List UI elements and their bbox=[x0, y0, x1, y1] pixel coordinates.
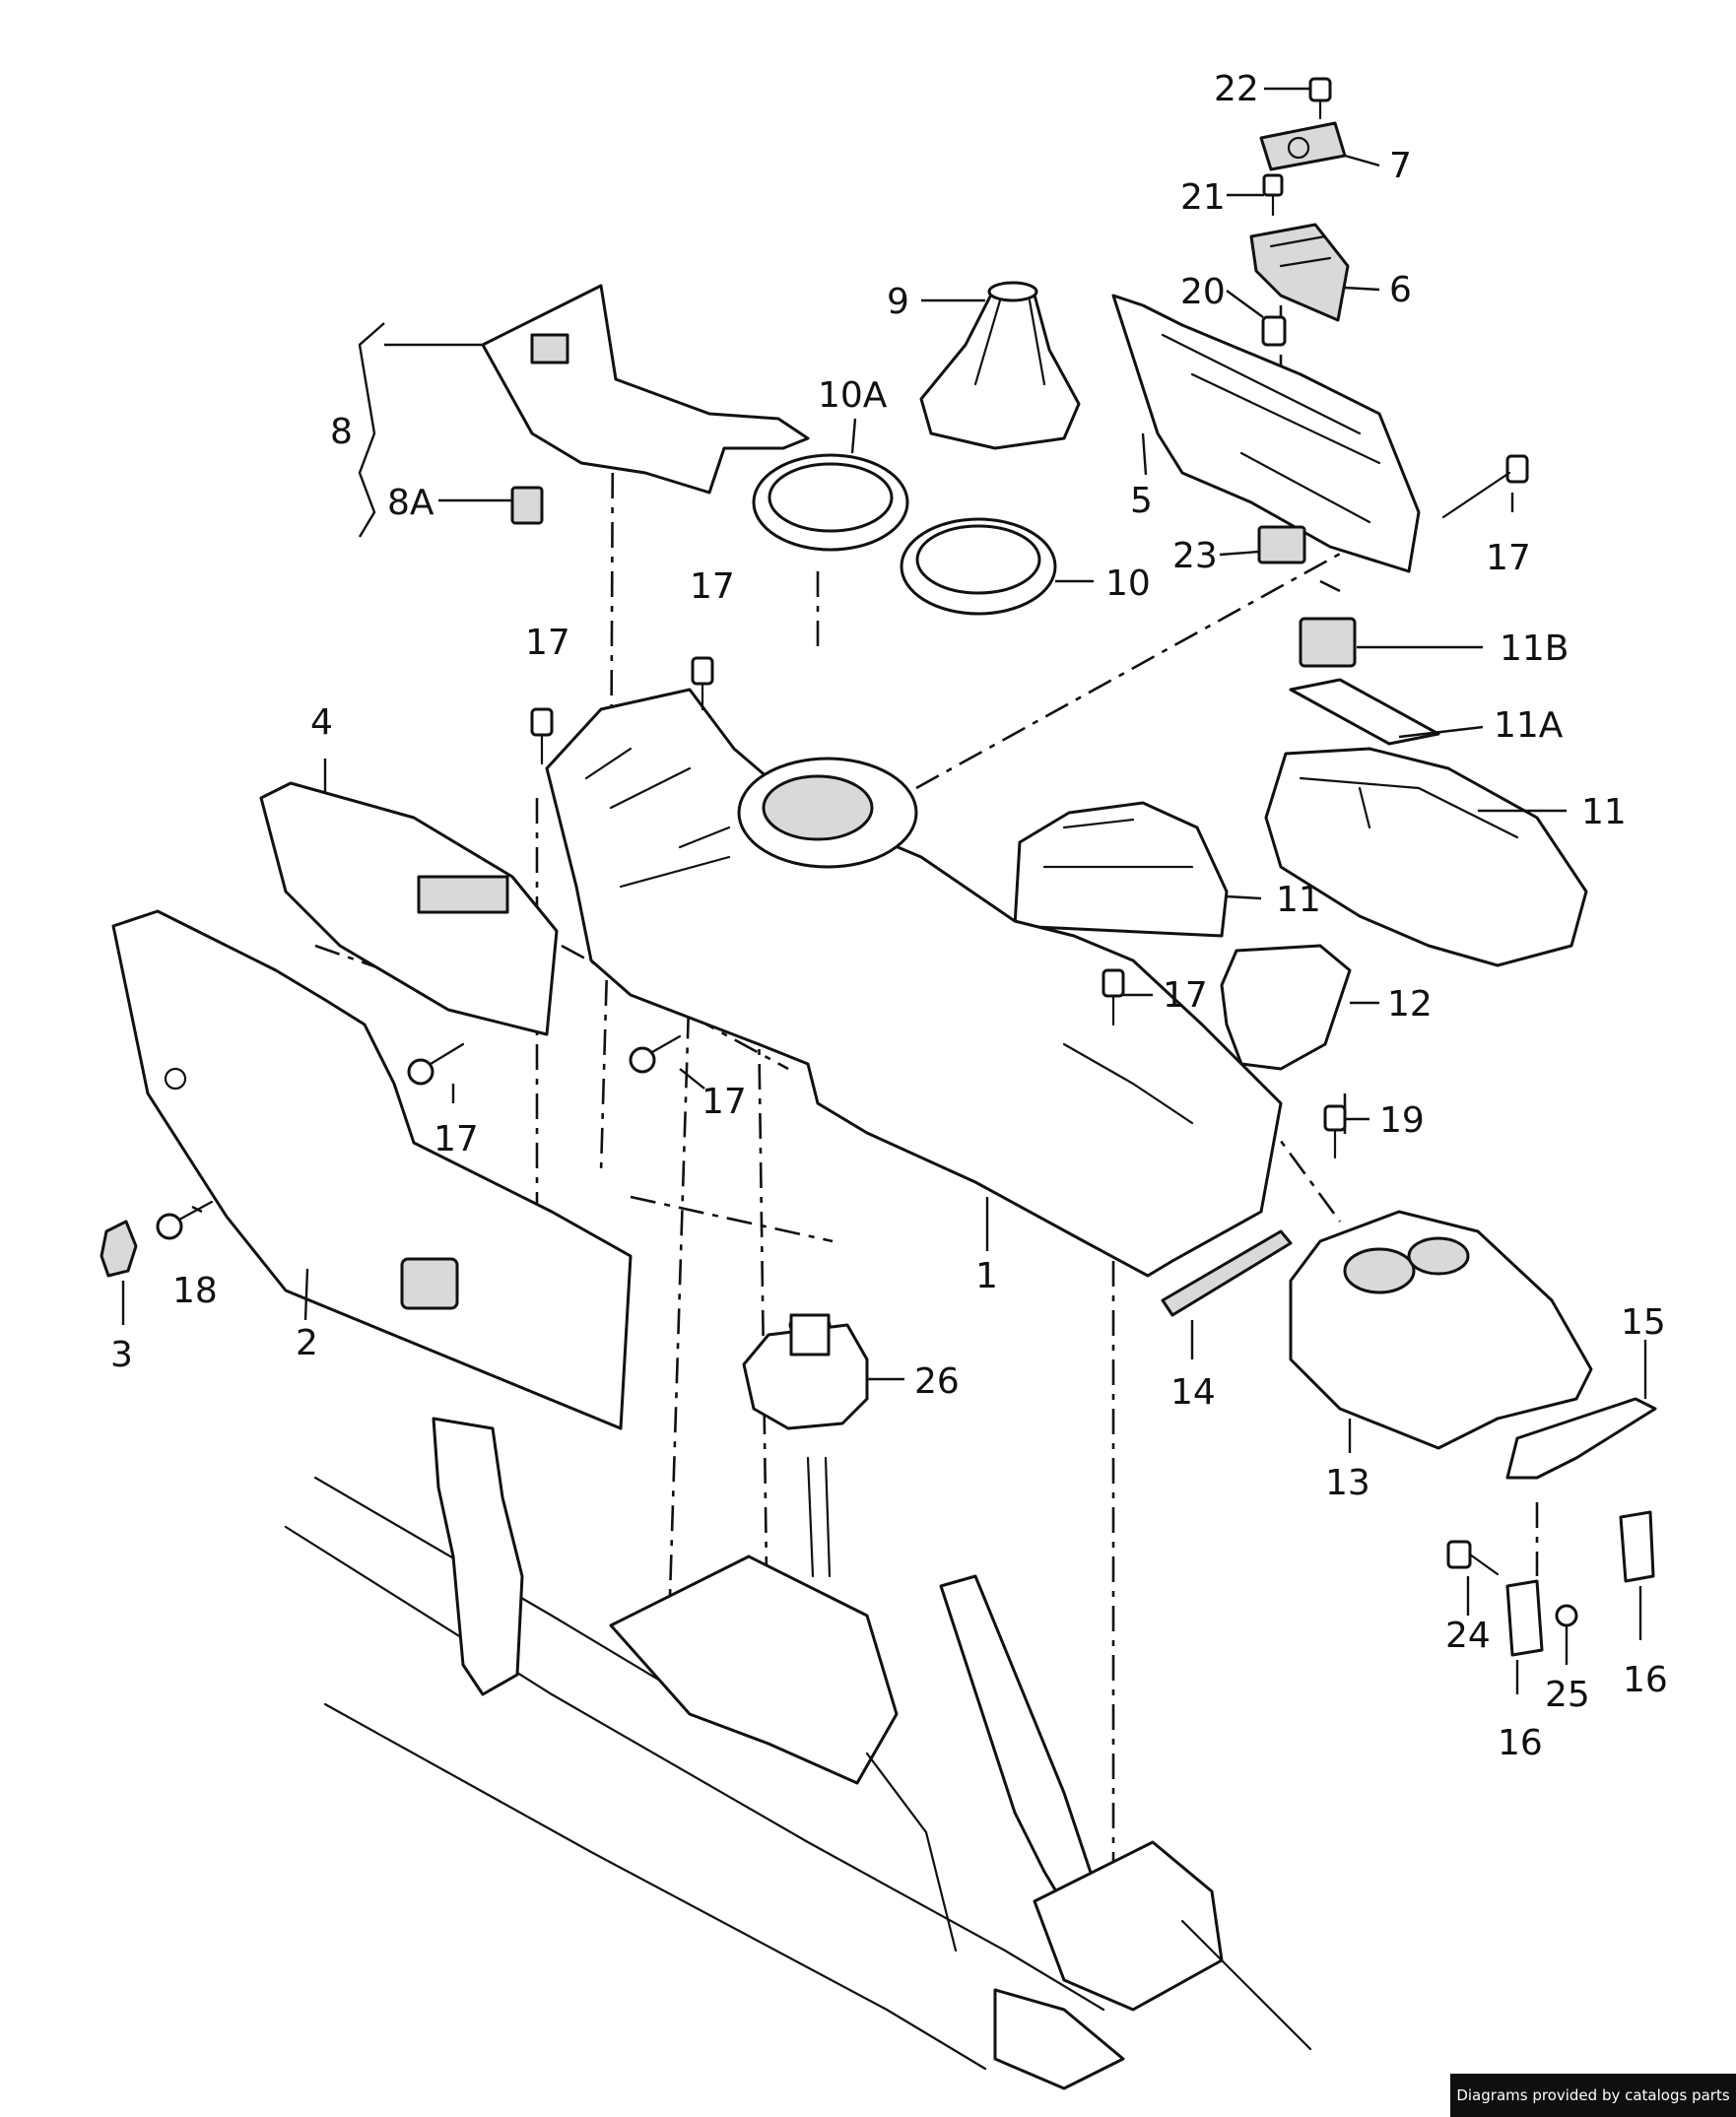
callout-17-left-upper: 17 bbox=[525, 623, 570, 663]
part-22-screw bbox=[1308, 77, 1332, 120]
callout-10a: 10A bbox=[818, 375, 888, 416]
part-21-screw bbox=[1262, 173, 1284, 217]
callout-1: 1 bbox=[975, 1256, 998, 1296]
part-15-bracket bbox=[1505, 1397, 1657, 1480]
part-8-trim-cover bbox=[481, 284, 810, 495]
part-13-rear-console bbox=[1289, 1210, 1593, 1450]
floor-tunnel-assembly bbox=[284, 1417, 1312, 2090]
watermark-banner: Diagrams provided by catalogs parts bbox=[1450, 2074, 1736, 2117]
callout-17-right: 17 bbox=[1163, 975, 1208, 1016]
part-2-side-trim bbox=[111, 909, 633, 1430]
part-11b-switch bbox=[1299, 617, 1357, 668]
part-18-screw bbox=[156, 1200, 214, 1240]
part-16-clip-left bbox=[1505, 1579, 1544, 1657]
part-17-screw-left-lower bbox=[407, 1042, 465, 1086]
callout-18: 18 bbox=[172, 1271, 218, 1311]
callout-22: 22 bbox=[1214, 69, 1259, 109]
callout-11-armrest: 11 bbox=[1276, 880, 1321, 920]
part-17-screw-mid-lower bbox=[629, 1034, 682, 1074]
part-5-bracket bbox=[1111, 294, 1421, 573]
callout-17-mid-upper: 17 bbox=[690, 566, 735, 607]
part-10a-ring bbox=[752, 453, 909, 552]
part-6-housing bbox=[1249, 223, 1350, 322]
callout-19: 19 bbox=[1379, 1100, 1425, 1141]
part-20-nut bbox=[1261, 315, 1287, 347]
part-12-ashtray bbox=[1220, 944, 1352, 1071]
part-24-screw bbox=[1446, 1540, 1500, 1576]
part-1-center-console bbox=[545, 688, 1283, 1278]
callout-16-left: 16 bbox=[1498, 1723, 1543, 1763]
part-11-armrest-cover bbox=[1013, 801, 1229, 938]
part-26-shift-base bbox=[742, 1313, 869, 1430]
part-19-screw bbox=[1323, 1104, 1347, 1159]
part-17-screw-left-upper bbox=[530, 707, 554, 765]
callout-17-left-lower: 17 bbox=[434, 1119, 479, 1159]
callout-25: 25 bbox=[1545, 1675, 1590, 1715]
callout-11b: 11B bbox=[1500, 628, 1569, 669]
callout-8: 8 bbox=[330, 412, 353, 452]
callout-3: 3 bbox=[110, 1335, 133, 1375]
part-4-side-panel bbox=[259, 781, 559, 1036]
part-3-plug bbox=[100, 1220, 138, 1278]
part-11-rear-lid bbox=[1264, 747, 1588, 967]
callout-24: 24 bbox=[1445, 1616, 1491, 1656]
part-17-screw-right bbox=[1102, 968, 1125, 1026]
part-10-ring bbox=[900, 517, 1057, 616]
callout-23: 23 bbox=[1172, 536, 1218, 576]
callout-20: 20 bbox=[1180, 272, 1226, 312]
part-9-shift-boot bbox=[919, 281, 1081, 450]
part-14-strip bbox=[1161, 1229, 1293, 1317]
callout-11-rear-lid: 11 bbox=[1581, 792, 1627, 832]
callout-2: 2 bbox=[296, 1323, 318, 1363]
callout-17-top-right: 17 bbox=[1486, 538, 1531, 578]
callout-4: 4 bbox=[310, 702, 333, 743]
callout-17-mid-lower: 17 bbox=[701, 1082, 747, 1122]
callout-leaders bbox=[121, 87, 1647, 1694]
callout-labels: 22 7 21 20 6 9 10A 8 8A 5 17 23 10 17 17… bbox=[110, 69, 1668, 1763]
part-11a-label bbox=[1289, 678, 1440, 746]
part-17-screw-top-right bbox=[1441, 454, 1529, 519]
callout-13: 13 bbox=[1325, 1463, 1370, 1503]
callout-8a: 8A bbox=[387, 483, 434, 523]
callout-12: 12 bbox=[1387, 984, 1433, 1025]
callout-10: 10 bbox=[1105, 563, 1151, 604]
callout-9: 9 bbox=[887, 282, 909, 322]
callout-11a: 11A bbox=[1494, 705, 1564, 746]
part-7-cap-plate bbox=[1259, 121, 1347, 171]
callout-14: 14 bbox=[1170, 1372, 1216, 1413]
callout-15: 15 bbox=[1621, 1302, 1666, 1343]
part-23-block bbox=[1257, 525, 1306, 564]
callout-21: 21 bbox=[1180, 177, 1226, 218]
part-25-washer bbox=[1555, 1604, 1578, 1627]
part-8a-clip bbox=[510, 486, 544, 525]
callout-26: 26 bbox=[914, 1361, 960, 1402]
part-16-clip-right bbox=[1619, 1510, 1655, 1583]
callout-5: 5 bbox=[1130, 481, 1153, 521]
part-17-screw-mid-upper bbox=[691, 656, 714, 711]
callout-7: 7 bbox=[1389, 146, 1412, 186]
callout-6: 6 bbox=[1389, 270, 1412, 310]
callout-16-right: 16 bbox=[1623, 1660, 1668, 1700]
